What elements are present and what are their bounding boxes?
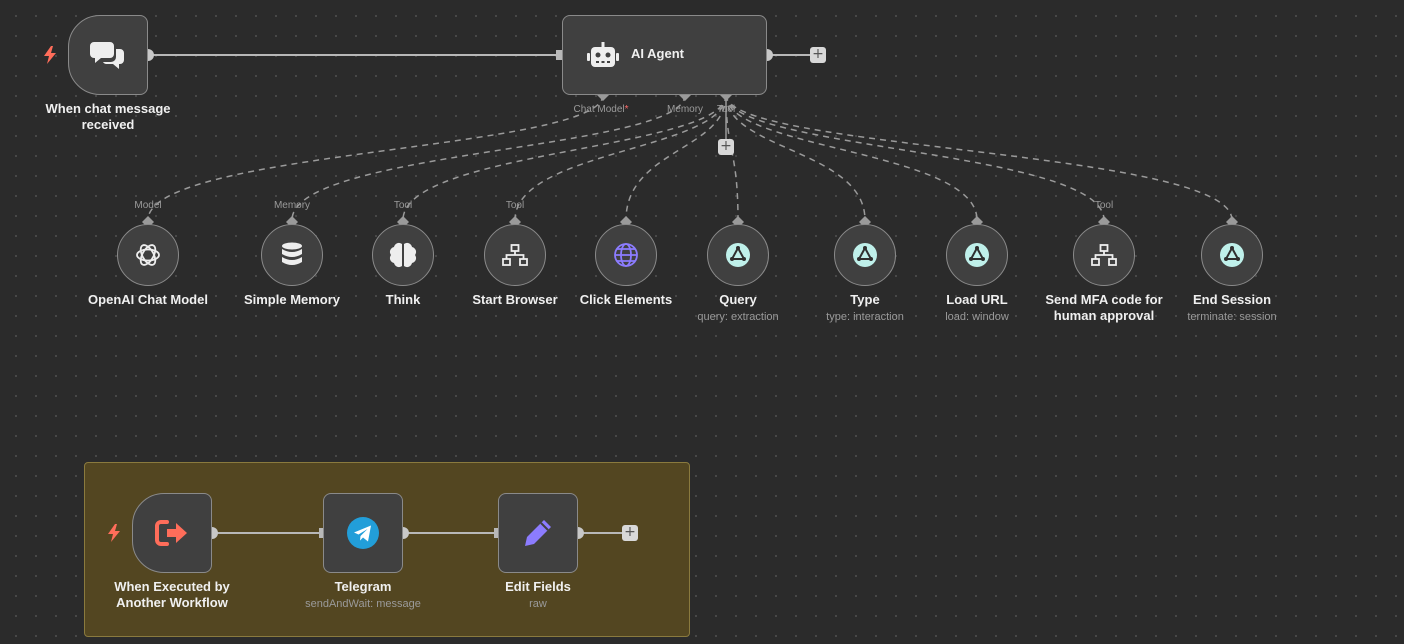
exec-trigger-node[interactable] xyxy=(132,493,212,573)
edit-fields-label: Edit Fields xyxy=(505,579,571,594)
openai-icon xyxy=(136,244,160,266)
query-sublabel: query: extraction xyxy=(697,311,779,323)
click-elements-label: Click Elements xyxy=(579,292,673,307)
airtop-icon xyxy=(726,243,750,267)
airtop-icon xyxy=(965,243,989,267)
type-sublabel: type: interaction xyxy=(826,311,904,323)
airtop-icon xyxy=(1220,243,1244,267)
connection-memory xyxy=(291,94,686,221)
airtop-icon xyxy=(853,243,877,267)
add-node-after-agent-button[interactable]: + xyxy=(810,47,826,63)
telegram-node[interactable] xyxy=(323,493,403,573)
click-elements-node[interactable] xyxy=(595,224,657,286)
end-session-node[interactable] xyxy=(1201,224,1263,286)
openai-chat-model-node[interactable] xyxy=(117,224,179,286)
database-icon xyxy=(282,242,302,265)
query-node[interactable] xyxy=(707,224,769,286)
chat-trigger-node[interactable] xyxy=(68,15,148,95)
pencil-icon xyxy=(525,520,551,546)
subnode-port-label: Tool xyxy=(393,200,413,211)
add-node-after-edit-fields-button[interactable]: + xyxy=(622,525,638,541)
load-url-sublabel: load: window xyxy=(945,311,1009,323)
chat-bubbles-icon xyxy=(90,42,124,69)
connection-tool-type xyxy=(725,94,866,221)
openai-chat-model-label: OpenAI Chat Model xyxy=(88,292,208,307)
connection-model xyxy=(147,94,604,221)
end-session-sublabel: terminate: session xyxy=(1187,311,1277,323)
network-icon xyxy=(502,244,528,266)
query-label: Query xyxy=(719,292,757,307)
connection-tool-load xyxy=(725,94,978,221)
port-memory-label: Memory xyxy=(666,104,704,115)
start-browser-label: Start Browser xyxy=(472,292,558,307)
globe-icon xyxy=(614,243,638,267)
subnode-port-label: Tool xyxy=(1094,200,1114,211)
connection-tool-mfa xyxy=(725,94,1105,221)
simple-memory-label: Simple Memory xyxy=(243,292,341,307)
connection-tool-think xyxy=(402,94,727,221)
add-tool-button[interactable]: + xyxy=(718,139,734,155)
send-mfa-node[interactable] xyxy=(1073,224,1135,286)
subnode-port-label: Model xyxy=(134,200,162,211)
robot-icon xyxy=(587,42,619,67)
port-chat-model-label: Chat Model* xyxy=(573,104,629,115)
type-node[interactable] xyxy=(834,224,896,286)
trigger-bolt-icon xyxy=(44,46,56,64)
trigger-bolt-icon xyxy=(108,524,120,542)
brain-icon xyxy=(389,242,417,268)
edit-fields-node[interactable] xyxy=(498,493,578,573)
load-url-label: Load URL xyxy=(946,292,1008,307)
ai-agent-node[interactable]: AI Agent xyxy=(562,15,767,95)
start-browser-node[interactable] xyxy=(484,224,546,286)
telegram-sublabel: sendAndWait: message xyxy=(305,598,421,610)
connection-tool-browser xyxy=(514,94,727,221)
telegram-label: Telegram xyxy=(334,579,392,594)
port-tool-label: Tool xyxy=(716,104,736,115)
subnode-port-label: Memory xyxy=(273,200,311,211)
simple-memory-node[interactable] xyxy=(261,224,323,286)
load-url-node[interactable] xyxy=(946,224,1008,286)
think-label: Think xyxy=(385,292,421,307)
sign-out-icon xyxy=(155,520,187,546)
type-label: Type xyxy=(850,292,880,307)
think-node[interactable] xyxy=(372,224,434,286)
edit-fields-sublabel: raw xyxy=(529,598,547,610)
connection-tool-click xyxy=(625,94,727,221)
telegram-icon xyxy=(347,517,379,549)
subnode-port-label: Tool xyxy=(505,200,525,211)
end-session-label: End Session xyxy=(1192,292,1272,307)
ai-agent-title: AI Agent xyxy=(631,46,684,61)
network-icon xyxy=(1091,244,1117,266)
connection-tool-end xyxy=(725,94,1233,221)
